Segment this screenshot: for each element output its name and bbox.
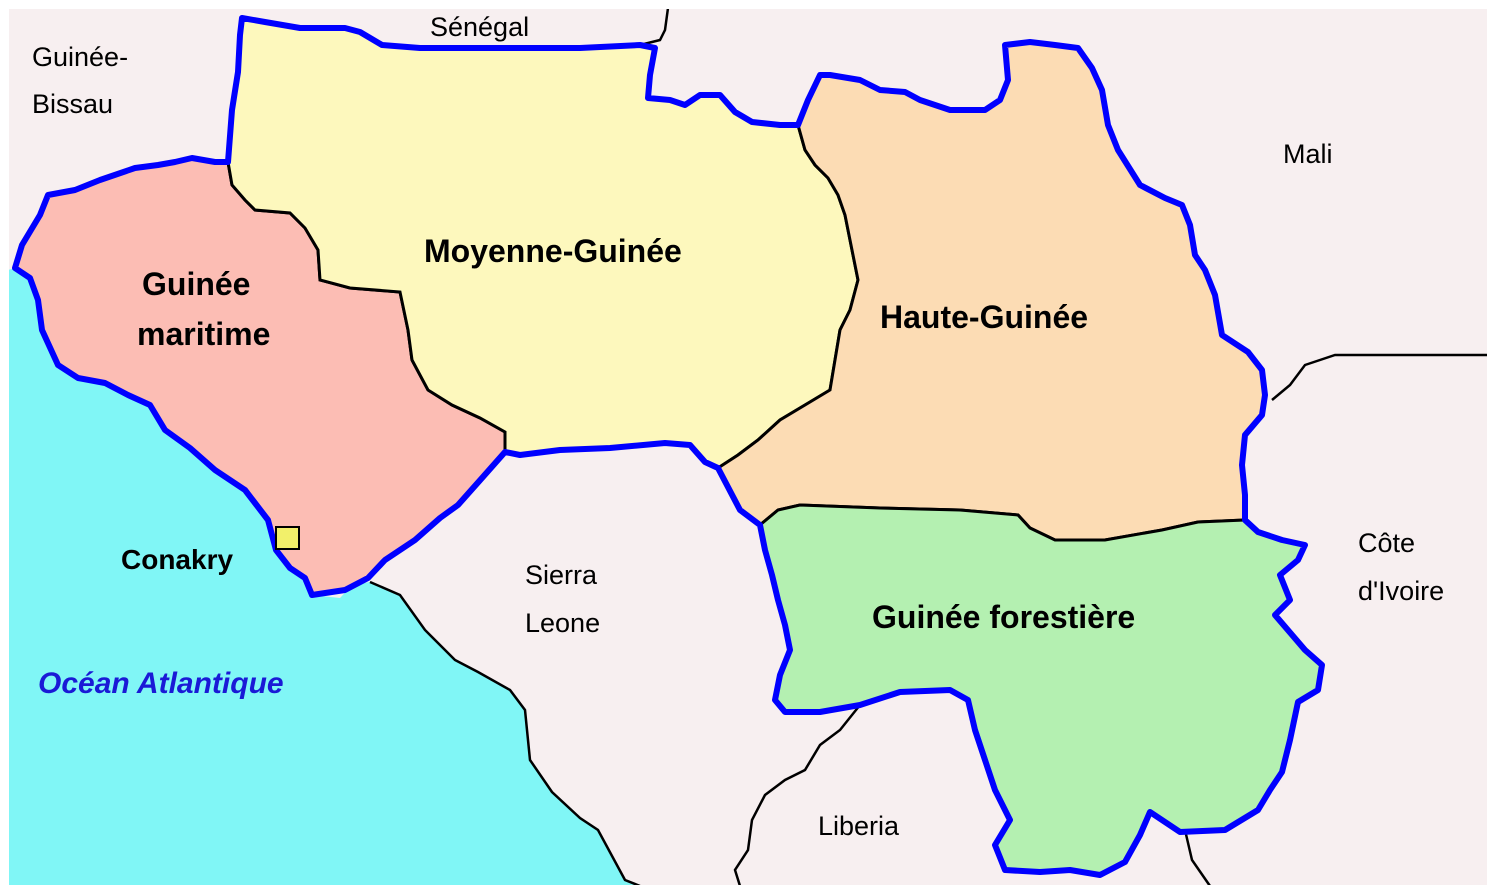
label-sierra-leone-line2: Leone [525, 608, 600, 638]
ocean-area [8, 268, 640, 886]
map-frame [7, 7, 1489, 887]
label-liberia: Liberia [818, 811, 900, 841]
label-senegal: Sénégal [430, 12, 529, 42]
square-marker-icon [275, 526, 300, 550]
label-haute-guinee: Haute-Guinée [880, 299, 1088, 335]
label-guinee-maritime-line2: maritime [137, 316, 270, 352]
label-ocean-atlantique: Océan Atlantique [38, 667, 284, 700]
label-guinee-bissau-line2: Bissau [32, 89, 113, 119]
label-sierra-leone-line1: Sierra [525, 560, 598, 590]
guinea-national-border [12, 15, 1325, 878]
label-guinee-maritime-line1: Guinée [142, 266, 250, 302]
label-guinee-bissau-line1: Guinée- [32, 42, 128, 72]
label-mali: Mali [1283, 139, 1333, 169]
label-cote-divoire-line2: d'Ivoire [1358, 576, 1444, 606]
label-cote-divoire-line1: Côte [1358, 528, 1415, 558]
label-guinee-forestiere: Guinée forestière [872, 599, 1135, 635]
label-moyenne-guinee: Moyenne-Guinée [424, 233, 682, 269]
label-conakry: Conakry [121, 544, 233, 575]
country-borders [369, 7, 1488, 888]
